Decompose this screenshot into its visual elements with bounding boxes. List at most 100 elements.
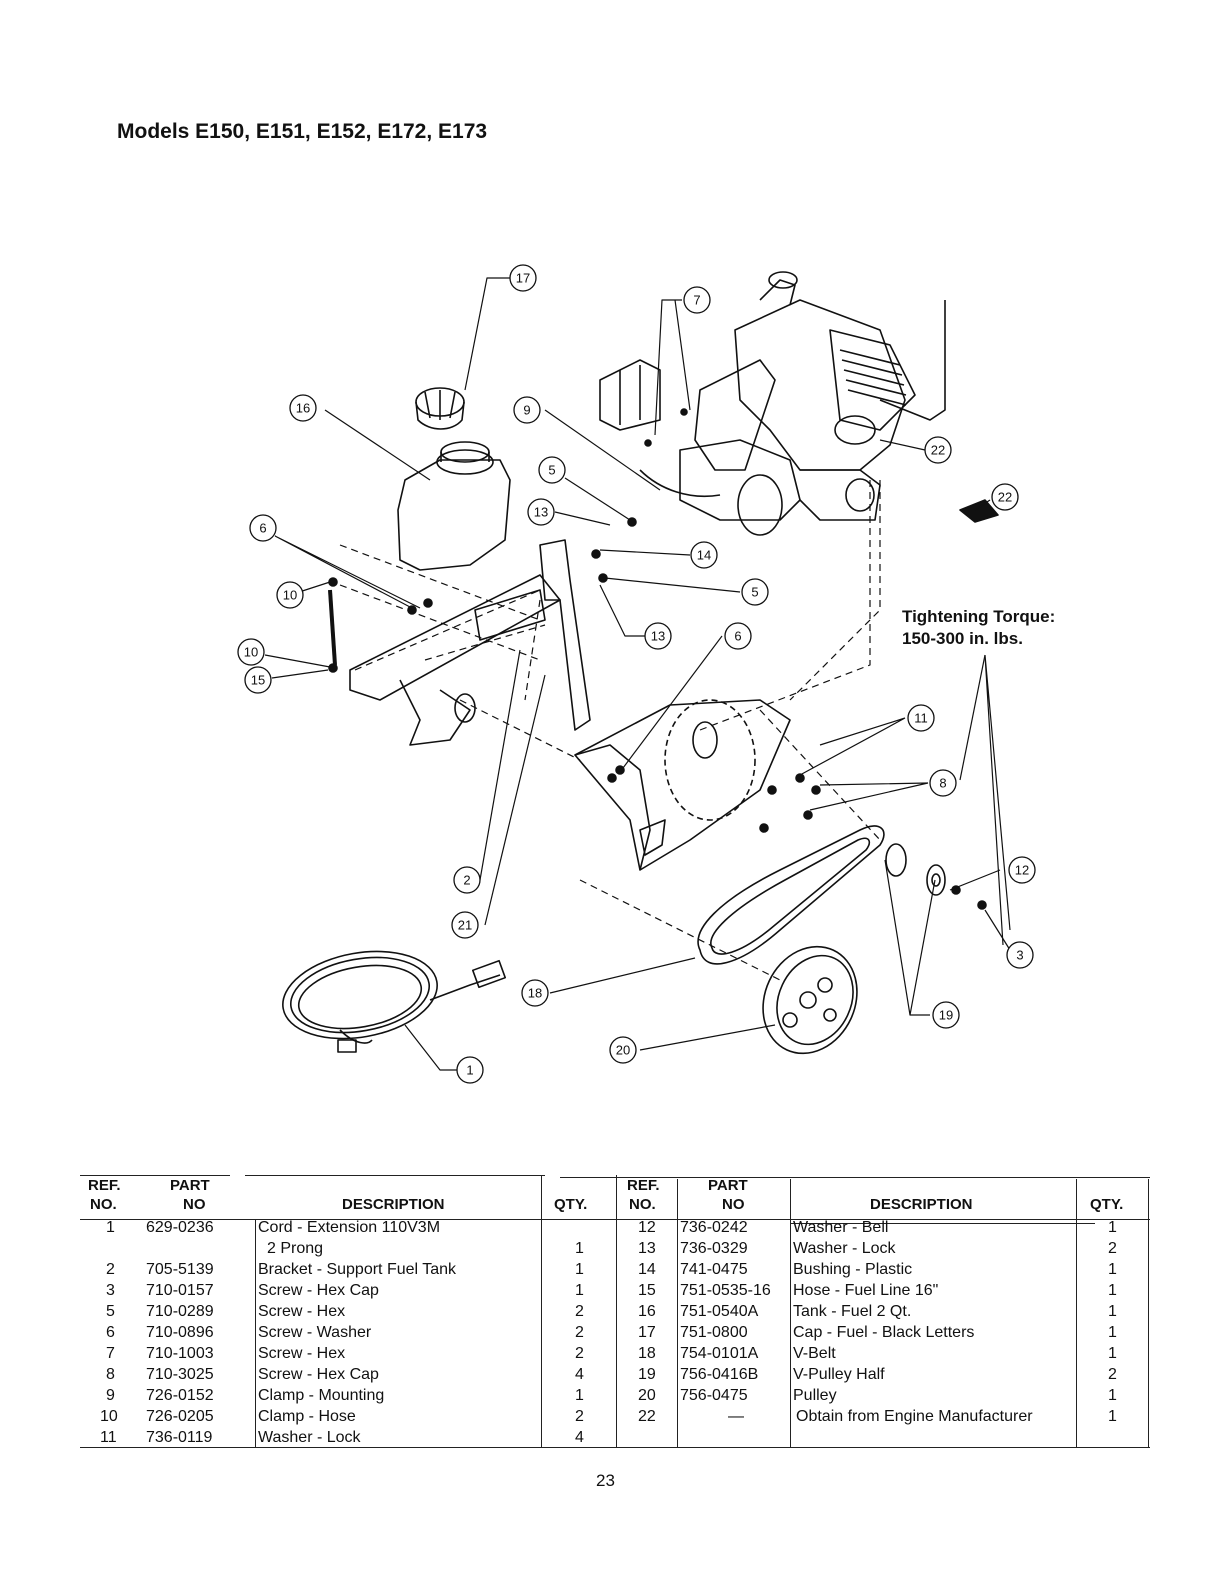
callout-13b [644, 622, 672, 650]
callout-6a [249, 514, 277, 542]
description: Screw - Washer [258, 1324, 372, 1341]
qty: 2 [575, 1324, 584, 1341]
callout-label: 18 [528, 986, 542, 1001]
table-row: 6 710-0896 Screw - Washer 2 [80, 1324, 616, 1345]
callout-8 [929, 769, 957, 797]
ref-no: 14 [638, 1261, 656, 1278]
callout-7 [683, 286, 711, 314]
part-no: 710-0157 [146, 1282, 214, 1299]
table-row: 9 726-0152 Clamp - Mounting 1 [80, 1387, 616, 1408]
part-no: 710-0289 [146, 1303, 214, 1320]
qty: 1 [575, 1387, 584, 1404]
callout-label: 16 [296, 401, 310, 416]
description: Cord - Extension 110V3M [258, 1219, 441, 1236]
ref-no: 6 [106, 1324, 115, 1341]
table-row: 11 736-0119 Washer - Lock 4 [80, 1429, 616, 1450]
callout-label: 22 [998, 490, 1012, 505]
qty: 1 [1108, 1282, 1117, 1299]
ref-no: 22 [638, 1408, 656, 1425]
callout-17 [509, 264, 537, 292]
ref-no: 13 [638, 1240, 656, 1257]
torque-line-1: Tightening Torque: [902, 607, 1056, 626]
ref-no: 2 [106, 1261, 115, 1278]
callout-19 [932, 1001, 960, 1029]
callout-14 [690, 541, 718, 569]
ref-no: 7 [106, 1345, 115, 1362]
callout-label: 11 [914, 711, 928, 726]
description: Washer - Lock [258, 1429, 361, 1446]
qty: 1 [1108, 1303, 1117, 1320]
callout-label: 13 [534, 505, 548, 520]
table-row: 8 710-3025 Screw - Hex Cap 4 [80, 1366, 616, 1387]
qty: 1 [1108, 1219, 1117, 1236]
table-row: 16 751-0540A Tank - Fuel 2 Qt. 1 [616, 1303, 1150, 1324]
callout-18 [521, 979, 549, 1007]
callout-label: 3 [1016, 948, 1023, 963]
callout-bubbles [237, 264, 1036, 1084]
description: Screw - Hex [258, 1345, 346, 1362]
callout-label: 1 [466, 1063, 473, 1078]
qty: 2 [575, 1345, 584, 1362]
qty: 1 [1108, 1345, 1117, 1362]
part-no: 751-0535-16 [680, 1282, 771, 1299]
table-row: 22 — Obtain from Engine Manufacturer 1 [616, 1408, 1150, 1429]
callout-label: 5 [548, 463, 555, 478]
ref-no: 12 [638, 1219, 656, 1236]
header-part: PART [170, 1177, 210, 1194]
table-row: 19 756-0416B V-Pulley Half 2 [616, 1366, 1150, 1387]
engine-assembly [599, 271, 946, 536]
qty: 4 [575, 1366, 584, 1383]
part-no: 751-0540A [680, 1303, 759, 1320]
part-no: 726-0205 [146, 1408, 214, 1425]
table-row: 1 629-0236 Cord - Extension 110V3M [80, 1219, 616, 1240]
table-row: 10 726-0205 Clamp - Hose 2 [80, 1408, 616, 1429]
header-ref-no: NO. [90, 1196, 117, 1213]
torque-note: Tightening Torque: 150-300 in. lbs. [902, 606, 1055, 650]
qty: 1 [1108, 1387, 1117, 1404]
callout-label: 5 [751, 585, 758, 600]
part-no: 710-0896 [146, 1324, 214, 1341]
part-no: 726-0152 [146, 1387, 214, 1404]
callout-6b [724, 622, 752, 650]
part-no: 705-5139 [146, 1261, 214, 1278]
table-row: 12 736-0242 Washer - Bell 1 [616, 1219, 1150, 1240]
part-no: 756-0416B [680, 1366, 759, 1383]
parts-list-table: REF. NO. PART NO DESCRIPTION QTY. REF. N… [80, 1175, 1150, 1455]
ref-no: 19 [638, 1366, 656, 1383]
header-qty: QTY. [554, 1196, 588, 1213]
qty: 1 [1108, 1408, 1117, 1425]
header-description: DESCRIPTION [870, 1196, 973, 1213]
table-row: 20 756-0475 Pulley 1 [616, 1387, 1150, 1408]
page-number: 23 [596, 1471, 615, 1490]
part-no: 710-3025 [146, 1366, 214, 1383]
callout-2 [453, 866, 481, 894]
part-no: 710-1003 [146, 1345, 214, 1362]
callout-label: 19 [939, 1008, 953, 1023]
callout-label: 6 [259, 521, 266, 536]
extension-cord [282, 950, 507, 1053]
callout-label: 15 [251, 673, 265, 688]
part-no: 751-0800 [680, 1324, 748, 1341]
callout-label: 22 [931, 443, 945, 458]
description: Bushing - Plastic [793, 1261, 913, 1278]
ref-no: 17 [638, 1324, 656, 1341]
qty: 1 [575, 1282, 584, 1299]
ref-no: 20 [638, 1387, 656, 1404]
callout-label: 20 [616, 1043, 630, 1058]
part-no: — [728, 1408, 744, 1425]
callout-16 [289, 394, 317, 422]
table-row: 14 741-0475 Bushing - Plastic 1 [616, 1261, 1150, 1282]
callout-5a [538, 456, 566, 484]
callout-label: 13 [651, 629, 665, 644]
header-ref: REF. [627, 1177, 660, 1194]
qty: 1 [1108, 1261, 1117, 1278]
ref-no: 3 [106, 1282, 115, 1299]
callout-20 [609, 1036, 637, 1064]
table-row: 7 710-1003 Screw - Hex 2 [80, 1345, 616, 1366]
callout-label: 10 [244, 645, 258, 660]
callout-12 [1008, 856, 1036, 884]
callout-21 [451, 911, 479, 939]
header-part-no: NO [722, 1196, 745, 1213]
callout-15 [244, 666, 272, 694]
description: Hose - Fuel Line 16" [793, 1282, 939, 1299]
